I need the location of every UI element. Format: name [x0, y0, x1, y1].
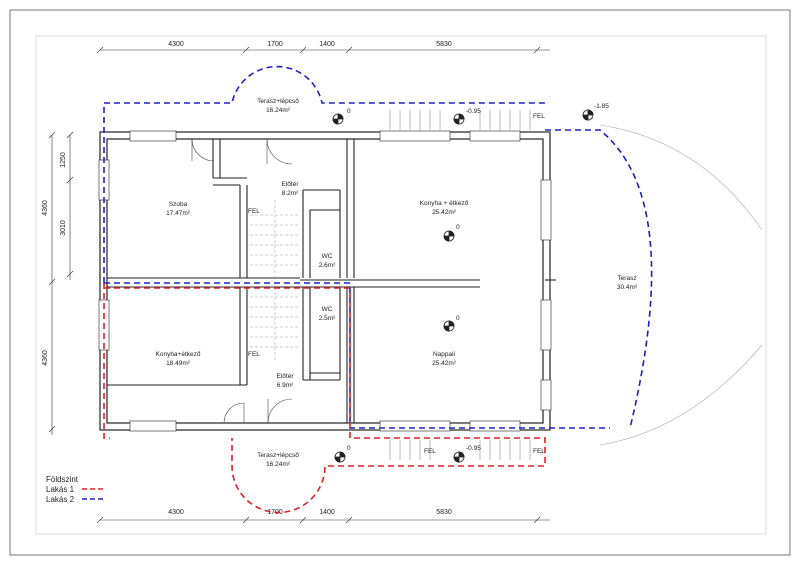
- lakas-1-outline: [103, 283, 546, 514]
- level-marker-top-step: [453, 113, 465, 125]
- fel-label-top-terrace: FEL: [533, 113, 545, 120]
- legend-title: Földszint: [46, 475, 79, 484]
- room-konyha-bottom-name: Konyha+étkező: [156, 351, 201, 358]
- dim-top-4: 5830: [436, 41, 452, 48]
- room-eloter-top-name: Előtér: [282, 181, 300, 188]
- room-konyha-top-area: 25.42m²: [432, 209, 457, 216]
- level-bottom: 0: [347, 445, 351, 452]
- dim-left-3010: 3010: [60, 220, 67, 236]
- room-konyha-top-name: Konyha + étkező: [420, 200, 469, 207]
- level-marker-outside: [582, 109, 594, 121]
- dim-left-lower-total: 4360: [42, 350, 49, 366]
- exterior-walls: [99, 131, 551, 431]
- fel-label-bottom-terrace-2: FEL: [533, 448, 545, 455]
- site-arcs: [599, 124, 763, 446]
- room-wc-top-area: 2.6m²: [319, 262, 336, 269]
- dimension-top: [96, 46, 550, 54]
- level-bottom-step: -0.95: [466, 445, 481, 452]
- room-terasz-lepcso-top-area: 16.24m²: [266, 107, 291, 114]
- room-szoba-area: 17.47m²: [166, 210, 191, 217]
- room-nappali-name: Nappali: [433, 351, 455, 358]
- fel-label-upper-stair: FEL: [248, 208, 260, 215]
- stair-upper: [250, 200, 300, 278]
- level-marker-bottom-step: [453, 451, 465, 463]
- stair-lower: [250, 287, 300, 360]
- dim-bottom-1: 4300: [168, 509, 184, 516]
- level-marker-top: [332, 113, 344, 125]
- dim-bottom-4: 5830: [436, 509, 452, 516]
- room-terasz-name: Terasz: [617, 275, 636, 282]
- window-openings: [98, 130, 552, 432]
- room-terasz-lepcso-bottom-area: 16.24m²: [266, 461, 291, 468]
- level-markers: [332, 109, 594, 463]
- room-terasz-lepcso-top-name: Terasz+lépcső: [257, 98, 299, 105]
- room-nappali-area: 25.42m²: [432, 360, 457, 367]
- dim-left-upper-total: 4360: [42, 200, 49, 216]
- fel-label-lower-stair: FEL: [248, 351, 260, 358]
- level-marker-konyha: [443, 230, 455, 242]
- level-konyha: 0: [456, 224, 460, 231]
- room-wc-bottom-area: 2.5m²: [319, 315, 336, 322]
- level-marker-nappali: [443, 320, 455, 332]
- terrace-stairs: [389, 110, 531, 460]
- fel-label-bottom-terrace: FEL: [424, 448, 436, 455]
- room-eloter-bottom-name: Előtér: [277, 373, 295, 380]
- dim-top-1: 4300: [168, 41, 184, 48]
- legend: Földszint Lakás 1 Lakás 2: [46, 475, 104, 504]
- dimension-left: [48, 131, 74, 435]
- room-wc-top-name: WC: [322, 253, 333, 260]
- room-wc-bottom-name: WC: [322, 306, 333, 313]
- legend-label-lakas-1: Lakás 1: [46, 485, 75, 494]
- legend-label-lakas-2: Lakás 2: [46, 495, 75, 504]
- sheet-inner-frame: [35, 35, 767, 535]
- level-outside: -1.85: [594, 103, 609, 110]
- interior-walls: [107, 139, 556, 423]
- dim-bottom-3: 1400: [319, 509, 335, 516]
- level-top: 0: [347, 108, 351, 115]
- level-marker-bottom: [334, 451, 346, 463]
- lakas-2-outline: [103, 65, 653, 429]
- room-eloter-bottom-area: 6.9m²: [277, 382, 294, 389]
- room-terasz-area: 30.4m²: [617, 284, 638, 291]
- level-nappali: 0: [456, 315, 460, 322]
- room-szoba-name: Szoba: [169, 201, 188, 208]
- room-labels: Terasz+lépcső 16.24m² Szoba 17.47m² Előt…: [156, 98, 638, 468]
- level-top-step: -0.95: [466, 108, 481, 115]
- sheet-frame: [9, 9, 791, 556]
- doors: [191, 138, 293, 424]
- dim-top-3: 1400: [319, 41, 335, 48]
- dim-top-2: 1700: [267, 41, 283, 48]
- room-konyha-bottom-area: 18.49m²: [166, 360, 191, 367]
- room-eloter-top-area: 8.2m²: [282, 190, 299, 197]
- dimension-bottom: [96, 516, 550, 524]
- room-terasz-lepcso-bottom-name: Terasz+lépcső: [257, 452, 299, 459]
- dim-left-1250: 1250: [60, 152, 67, 168]
